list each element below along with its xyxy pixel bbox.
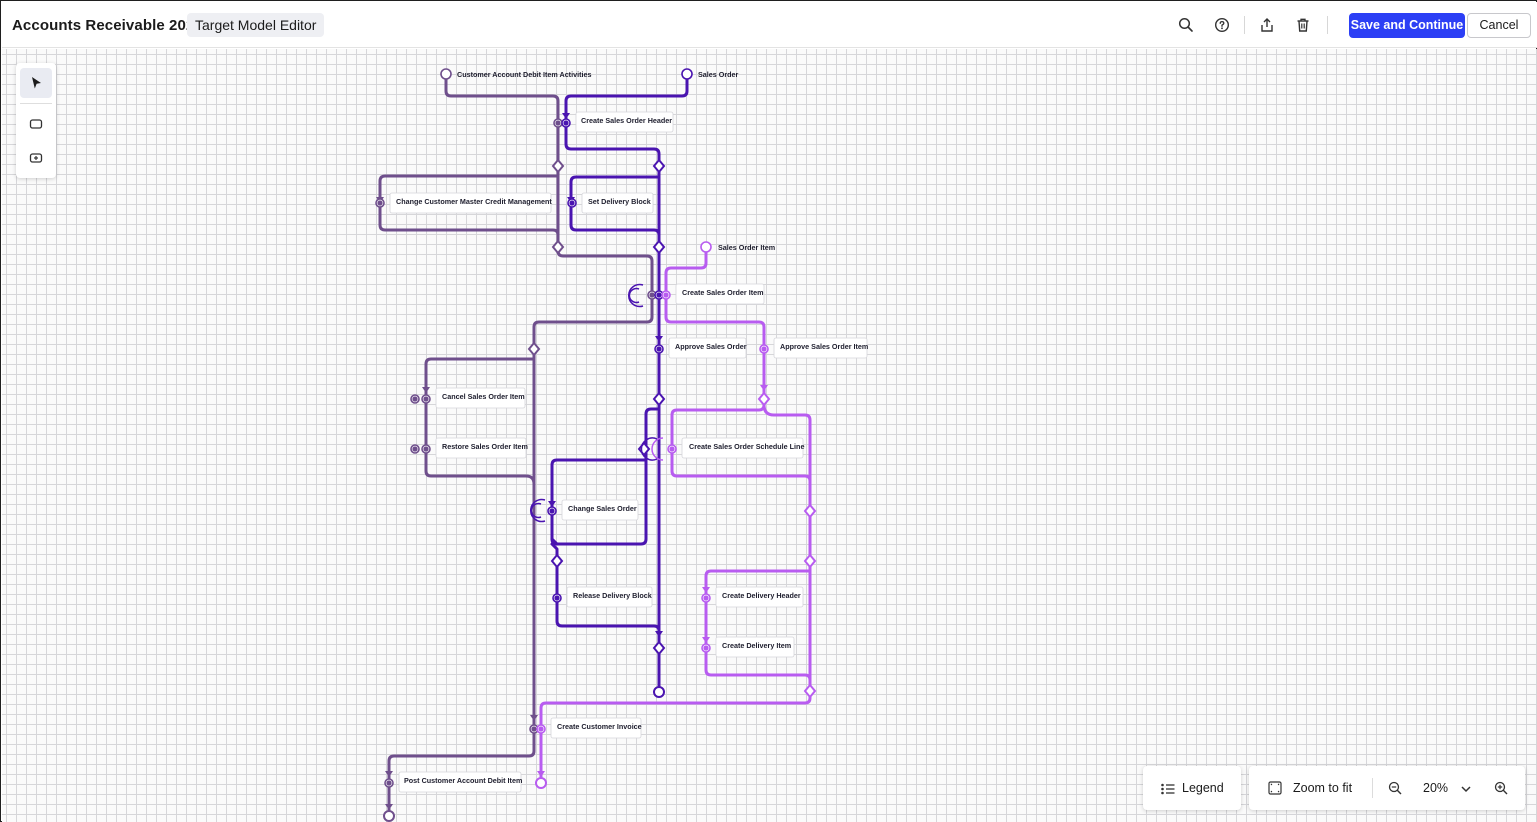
node-label: Create Sales Order Header — [581, 116, 672, 125]
node-label: Create Customer Invoice — [557, 722, 642, 731]
loop-indicator — [530, 498, 546, 523]
zoom-controls: Zoom to fit 20% — [1249, 766, 1525, 810]
create-delivery-header-node[interactable] — [715, 586, 804, 608]
save-and-continue-button[interactable]: Save and Continue — [1349, 13, 1465, 38]
loop-indicator — [640, 437, 658, 461]
post-customer-account-debit-item-node[interactable] — [398, 771, 522, 793]
search-icon[interactable] — [1176, 15, 1196, 35]
node-label: Customer Account Debit Item Activities — [457, 70, 591, 79]
header-divider — [1327, 16, 1328, 34]
create-customer-invoice-node[interactable] — [550, 717, 642, 739]
cancel-button[interactable]: Cancel — [1467, 13, 1531, 38]
node-label: Approve Sales Order — [675, 342, 747, 351]
app-title: Accounts Receivable 2025 — [12, 17, 203, 34]
restore-sales-order-item-node[interactable] — [435, 437, 527, 459]
header-divider — [1244, 16, 1245, 34]
add-box-icon — [29, 153, 43, 163]
mode-pill: Target Model Editor — [187, 13, 325, 37]
approve-sales-order-item-node[interactable] — [773, 337, 868, 359]
node-label: Post Customer Account Debit Item — [404, 776, 522, 785]
set-delivery-block-node[interactable] — [581, 192, 654, 214]
toolbar-divider — [20, 103, 52, 104]
add-node-tool[interactable] — [20, 143, 52, 173]
legend-list-icon — [1161, 782, 1175, 800]
zoom-divider — [1372, 778, 1373, 798]
node-label: Set Delivery Block — [588, 197, 651, 206]
share-icon[interactable] — [1257, 15, 1277, 35]
legend-label: Legend — [1182, 781, 1224, 795]
process-diagram: Customer Account Debit Item Activities S… — [375, 68, 868, 822]
node-label: Change Sales Order — [568, 504, 637, 513]
rectangle-icon — [29, 119, 43, 129]
node-label: Create Delivery Header — [722, 591, 801, 600]
create-sales-order-schedule-line-node[interactable] — [681, 437, 804, 459]
zoom-to-fit-icon[interactable] — [1268, 781, 1282, 800]
sales-order-item-flow — [539, 245, 812, 785]
cursor-arrow-icon — [32, 77, 41, 89]
approve-sales-order-node[interactable] — [668, 337, 747, 359]
model-canvas[interactable]: Customer Account Debit Item Activities S… — [2, 49, 1537, 822]
zoom-in-icon[interactable] — [1494, 781, 1508, 800]
sales-order-flow — [550, 72, 689, 693]
change-sales-order-node[interactable] — [561, 499, 639, 521]
trash-icon[interactable] — [1293, 15, 1313, 35]
zoom-level[interactable]: 20% — [1423, 781, 1449, 795]
node-label: Release Delivery Block — [573, 591, 652, 600]
header-bar: Accounts Receivable 2025 Target Model Ed… — [2, 2, 1537, 48]
help-icon[interactable] — [1212, 15, 1232, 35]
release-delivery-block-node[interactable] — [566, 586, 653, 608]
node-label: Approve Sales Order Item — [780, 342, 868, 351]
change-customer-master-credit-management-node[interactable] — [389, 192, 552, 214]
legend-button[interactable]: Legend — [1143, 766, 1241, 810]
editor-toolbar — [16, 63, 56, 178]
node-label: Sales Order Item — [718, 243, 775, 252]
node-label: Create Delivery Item — [722, 641, 791, 650]
node-label: Restore Sales Order Item — [442, 442, 528, 451]
zoom-to-fit-button[interactable]: Zoom to fit — [1293, 781, 1353, 795]
node-tool[interactable] — [20, 109, 52, 139]
create-sales-order-item-node[interactable] — [675, 283, 765, 305]
loop-indicator — [651, 437, 664, 461]
node-label: Sales Order — [698, 70, 739, 79]
node-label: Change Customer Master Credit Management — [396, 197, 552, 206]
create-sales-order-header-node[interactable] — [575, 111, 674, 133]
cancel-sales-order-item-node[interactable] — [435, 387, 526, 409]
loop-indicator — [628, 283, 644, 308]
pointer-tool[interactable] — [20, 68, 52, 98]
chevron-down-icon[interactable] — [1460, 782, 1472, 800]
node-label: Create Sales Order Item — [682, 288, 764, 297]
node-label: Create Sales Order Schedule Line — [689, 442, 804, 451]
node-label: Cancel Sales Order Item — [442, 392, 525, 401]
zoom-out-icon[interactable] — [1388, 781, 1402, 800]
create-delivery-item-node[interactable] — [715, 636, 795, 658]
